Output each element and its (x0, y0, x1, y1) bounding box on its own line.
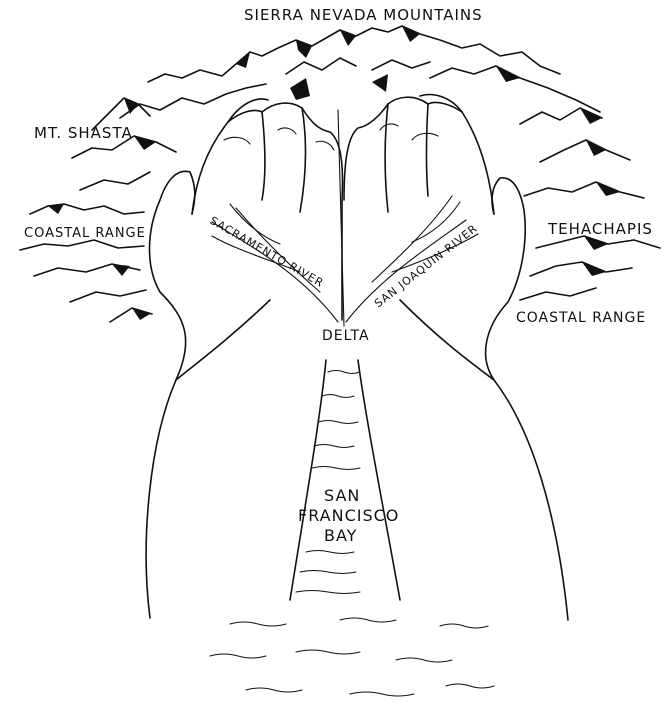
label-tehachapis: TEHACHAPIS (548, 220, 653, 238)
river-lines (212, 110, 466, 326)
label-coastal-range-right: COASTAL RANGE (516, 310, 646, 326)
label-mt-shasta: MT. SHASTA (34, 124, 133, 142)
label-bay-line3: BAY (324, 526, 357, 545)
label-bay-line2: FRANCISCO (298, 506, 399, 525)
label-sierra-nevada: SIERRA NEVADA MOUNTAINS (244, 6, 483, 24)
sierra-mountains (120, 26, 600, 118)
left-hand (146, 99, 342, 618)
label-coastal-range-left: COASTAL RANGE (24, 226, 146, 241)
right-hand (344, 95, 568, 620)
label-bay-line1: SAN (324, 486, 360, 505)
right-mountains (520, 108, 660, 300)
label-delta: DELTA (322, 328, 370, 344)
